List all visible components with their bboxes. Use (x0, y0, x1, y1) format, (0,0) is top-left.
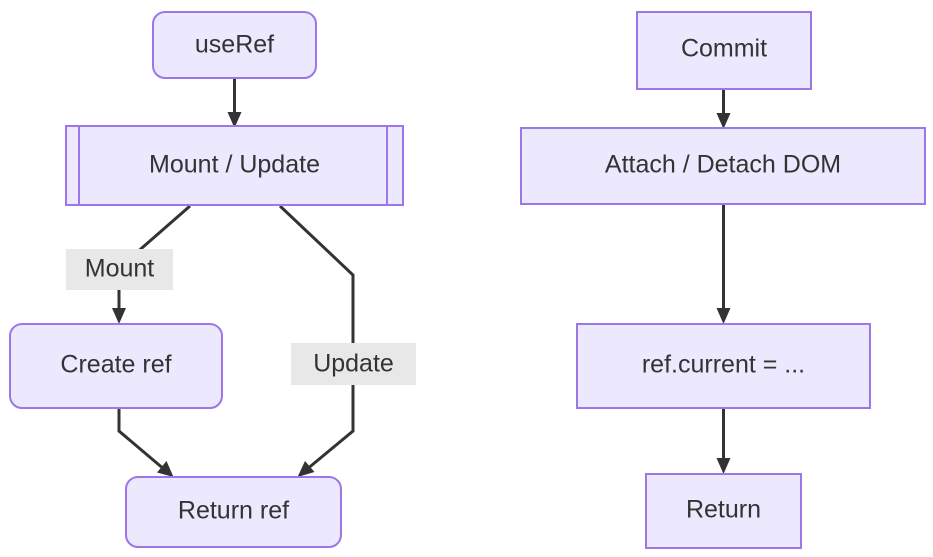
node-useref-label: useRef (195, 31, 274, 59)
arrowhead (157, 461, 174, 477)
node-return-ref-label: Return ref (178, 497, 289, 525)
arrowhead (112, 308, 126, 324)
edge-createref-to-returnref (117, 408, 174, 477)
node-return-ref-shape[interactable] (125, 476, 342, 548)
arrowhead (716, 308, 731, 324)
arrowhead (227, 112, 242, 128)
edge-label-update-bg (291, 343, 416, 385)
node-return-ref[interactable]: Return ref (125, 476, 342, 548)
edge-attachdetach-to-refcurrent (716, 204, 731, 324)
edge-label-mount: Mount (66, 249, 173, 290)
node-useref[interactable]: useRef (152, 11, 317, 79)
node-useref-shape[interactable] (152, 11, 317, 79)
node-commit[interactable]: Commit (636, 11, 812, 90)
node-ref-current-label: ref.current = ... (642, 351, 805, 379)
node-commit-shape[interactable] (636, 11, 812, 90)
node-create-ref-label: Create ref (60, 351, 171, 379)
node-return-shape[interactable] (645, 473, 802, 549)
edge-mountupdate-to-returnref (278, 204, 355, 477)
edge-line (117, 408, 166, 472)
edge-label-update: Update (291, 343, 416, 385)
node-return-label: Return (686, 496, 761, 524)
node-create-ref[interactable]: Create ref (9, 323, 223, 409)
node-ref-current[interactable]: ref.current = ... (576, 323, 871, 409)
arrowhead (297, 461, 315, 477)
edge-label-update-text: Update (313, 350, 394, 378)
node-attach-detach-shape[interactable] (520, 127, 926, 205)
edge-line (278, 204, 355, 472)
node-commit-label: Commit (681, 35, 767, 63)
node-return[interactable]: Return (645, 473, 802, 549)
node-mount-update-shape[interactable] (65, 125, 404, 206)
edge-commit-to-attachdetach (716, 89, 731, 129)
arrowhead (716, 113, 731, 129)
node-attach-detach[interactable]: Attach / Detach DOM (520, 127, 926, 205)
node-mount-update-label: Mount / Update (149, 151, 320, 179)
edge-label-mount-text: Mount (85, 255, 155, 283)
node-mount-update[interactable]: Mount / Update (65, 125, 404, 206)
edge-label-mount-bg (66, 249, 173, 290)
node-attach-detach-label: Attach / Detach DOM (605, 151, 841, 179)
arrowhead (716, 458, 731, 474)
node-ref-current-shape[interactable] (576, 323, 871, 409)
edge-refcurrent-to-return (716, 408, 731, 474)
node-create-ref-shape[interactable] (9, 323, 223, 409)
edge-useref-to-mountupdate (227, 78, 242, 128)
